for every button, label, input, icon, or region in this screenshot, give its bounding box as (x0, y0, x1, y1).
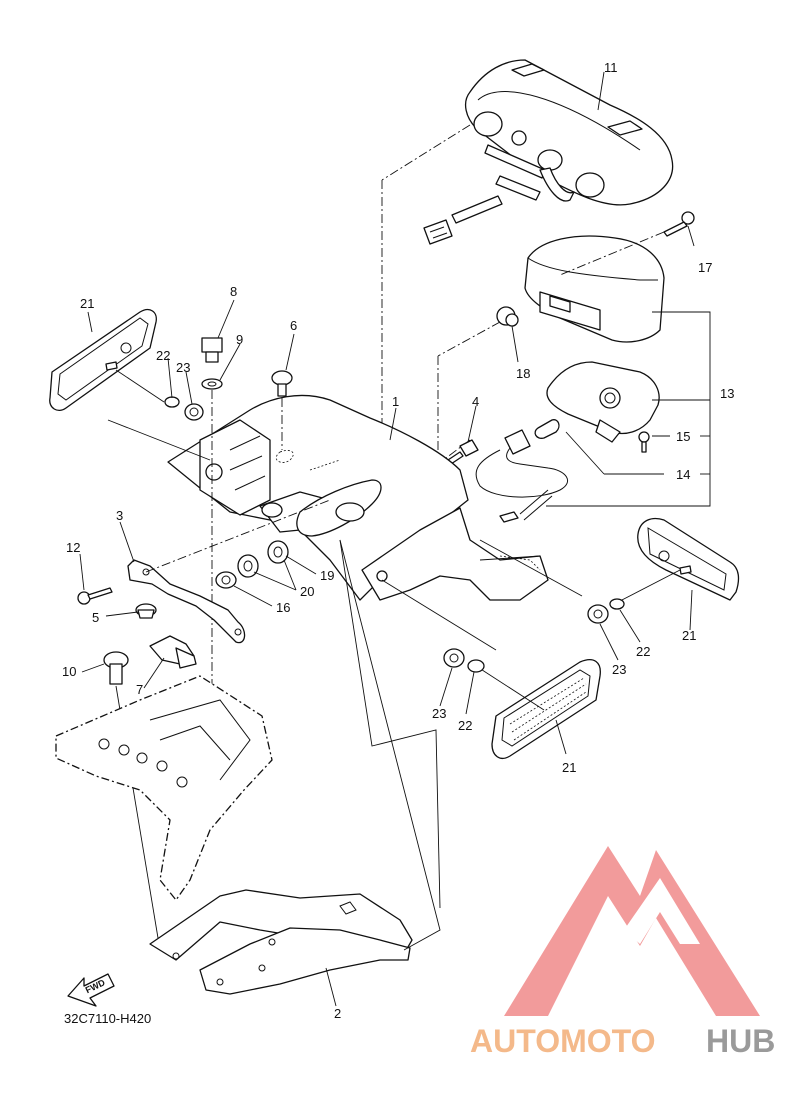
callout-6: 6 (290, 318, 297, 333)
nut-22-top-left (164, 396, 180, 408)
callout-18: 18 (516, 366, 530, 381)
reflector-21-tl-leader (115, 369, 165, 403)
reflector-21-r-leader-b (479, 539, 583, 597)
fwd-arrow-icon: FWD (67, 973, 115, 1007)
callout-11: 11 (604, 60, 618, 75)
rear-fender-2 (149, 889, 413, 995)
bracket-3-leader (145, 499, 331, 573)
callout-22-a: 22 (156, 348, 170, 363)
callout-22-c: 22 (458, 718, 472, 733)
automotohub-logo (504, 846, 760, 1016)
nut-22-bottom (467, 659, 485, 673)
grommet-5 (135, 603, 157, 619)
tail-light-leader (381, 124, 471, 181)
callout-9: 9 (236, 332, 243, 347)
screw-12 (77, 587, 113, 605)
washer-23-top-left (184, 403, 204, 421)
reflector-21-right (637, 517, 740, 601)
callout-3: 3 (116, 508, 123, 523)
washer-23-right (587, 604, 609, 624)
grommet-19 (267, 540, 289, 564)
callout-21-b: 21 (682, 628, 696, 643)
side-reflector-bracket (361, 507, 549, 601)
leader-14 (565, 431, 605, 475)
diagram-code: 32C7110-H420 (64, 1011, 151, 1026)
callout-16: 16 (276, 600, 290, 615)
callout-20: 20 (300, 584, 314, 599)
plate-bracket-3 (127, 559, 246, 644)
screw-6 (271, 370, 293, 397)
nut-22-right (609, 598, 625, 610)
callout-21-c: 21 (562, 760, 576, 775)
frame-rear-section (55, 675, 273, 901)
screw-15 (638, 431, 650, 453)
callout-23-a: 23 (176, 360, 190, 375)
callout-2: 2 (334, 1006, 341, 1021)
callout-7: 7 (136, 682, 143, 697)
washer-23-bottom (443, 648, 465, 668)
grommet-18 (496, 306, 519, 327)
bulb-socket-14 (504, 419, 560, 455)
callout-1: 1 (392, 394, 399, 409)
callout-22-b: 22 (636, 644, 650, 659)
leader-2-right (339, 539, 441, 951)
callout-23-c: 23 (432, 706, 446, 721)
callout-12: 12 (66, 540, 80, 555)
callout-leaders (79, 71, 695, 1007)
callout-23-b: 23 (612, 662, 626, 677)
callout-17: 17 (698, 260, 712, 275)
watermark-part2: HUB (706, 1023, 775, 1059)
watermark-text: AUTOMOTO HUB (470, 1023, 775, 1059)
callout-10: 10 (62, 664, 76, 679)
washer-9 (201, 378, 223, 390)
screw-17 (663, 211, 695, 237)
reflector-21-b-leader-b (475, 665, 545, 711)
reflector-21-r-leader (617, 569, 681, 603)
callout-8: 8 (230, 284, 237, 299)
bolt-4 (447, 439, 479, 465)
callout-15: 15 (676, 429, 690, 444)
bracket-13 (546, 311, 711, 507)
screw-17-leader (559, 231, 665, 276)
reflector-21-bottom (491, 659, 601, 759)
grommet-18-leader (437, 321, 501, 357)
grommet-20 (237, 554, 259, 578)
wire-leads (519, 489, 553, 521)
watermark-part1: AUTOMOTO (470, 1023, 655, 1059)
callout-5: 5 (92, 610, 99, 625)
callout-labels: 11 17 8 21 6 9 22 23 18 13 1 4 15 14 3 1… (62, 60, 734, 1021)
callout-13: 13 (720, 386, 734, 401)
reflector-21-top-left (49, 308, 157, 412)
license-light-cover (524, 235, 665, 343)
bolt-8 (201, 337, 223, 363)
license-light-base (546, 361, 660, 443)
reflector-21-b-leader (381, 579, 497, 651)
bolt-10 (103, 651, 129, 685)
callout-14: 14 (676, 467, 690, 482)
callout-21-a: 21 (80, 296, 94, 311)
callout-19: 19 (320, 568, 334, 583)
tail-light-housing (423, 59, 674, 245)
license-light-wire (475, 447, 569, 498)
nut-16 (215, 571, 237, 589)
leader-2-zigzag (339, 539, 441, 909)
reflector-21-tl-leader-b (107, 419, 211, 461)
callout-4: 4 (472, 394, 479, 409)
cable-clip-7 (149, 635, 197, 669)
